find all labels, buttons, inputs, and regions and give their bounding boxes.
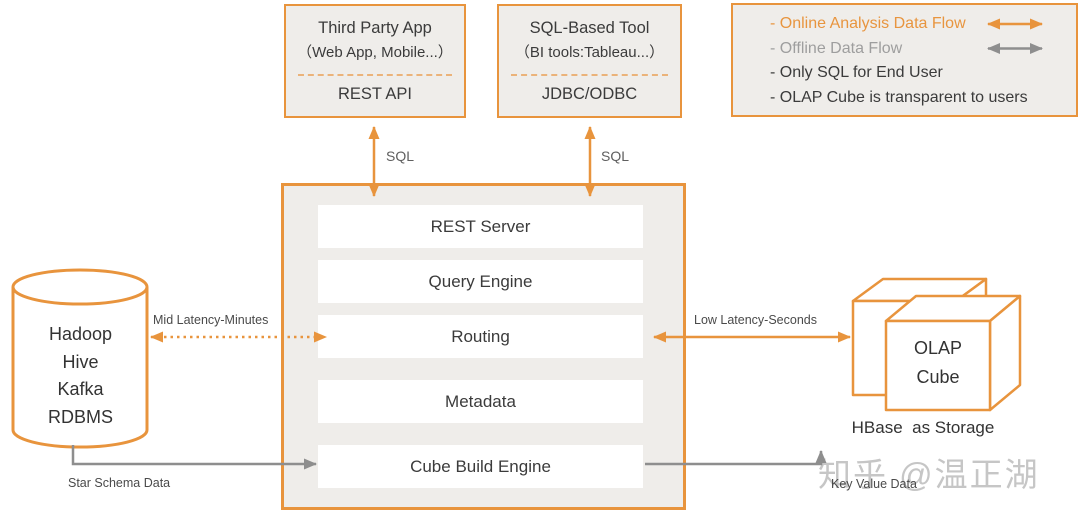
dashed-divider [511,74,668,76]
legend-item-only-sql: - Only SQL for End User [770,64,943,82]
dashed-divider [298,74,452,76]
key-value-label: Key Value Data [831,477,917,491]
data-sources-list: Hadoop Hive Kafka RDBMS [14,321,147,431]
rest-api-label: REST API [338,85,412,103]
third-party-app-title: Third Party App [318,19,432,37]
third-party-app-subtitle: （Web App, Mobile...） [297,44,453,61]
source-hadoop: Hadoop [48,324,113,344]
source-hive: Hive [62,351,99,372]
low-latency-label: Low Latency-Seconds [694,313,817,327]
source-kafka: Kafka [57,379,104,399]
sql-label-left: SQL [386,148,415,164]
row-rest-server: REST Server [318,205,643,248]
olap-cube-label-line1: OLAP [913,338,963,358]
hbase-storage-caption: HBase as Storage [851,418,995,437]
jdbc-odbc-label: JDBC/ODBC [541,85,638,103]
sql-based-tool-box: SQL-Based Tool （BI tools:Tableau...） JDB… [497,4,682,118]
row-metadata: Metadata [318,380,643,423]
row-query-engine: Query Engine [318,260,643,303]
source-rdbms: RDBMS [47,406,113,427]
legend-item-olap-transparent: - OLAP Cube is transparent to users [770,88,1028,106]
third-party-app-box: Third Party App （Web App, Mobile...） RES… [284,4,466,118]
row-routing: Routing [318,315,643,358]
sql-tool-title: SQL-Based Tool [529,19,650,37]
row-cube-build-engine: Cube Build Engine [318,445,643,488]
sql-tool-subtitle: （BI tools:Tableau...） [514,44,665,61]
olap-cube-label: OLAP Cube [886,334,990,392]
olap-cube-label-line2: Cube [916,367,960,387]
star-schema-label: Star Schema Data [68,476,171,490]
legend-item-offline-flow: - Offline Data Flow [770,39,903,57]
legend-box: - Online Analysis Data Flow - Offline Da… [731,3,1078,117]
watermark: 知乎 @温正湖 [818,456,1040,493]
mid-latency-label: Mid Latency-Minutes [153,313,269,327]
star-schema-line [71,445,317,470]
legend-item-online-flow: - Online Analysis Data Flow [770,15,966,32]
sql-label-right: SQL [601,148,630,164]
